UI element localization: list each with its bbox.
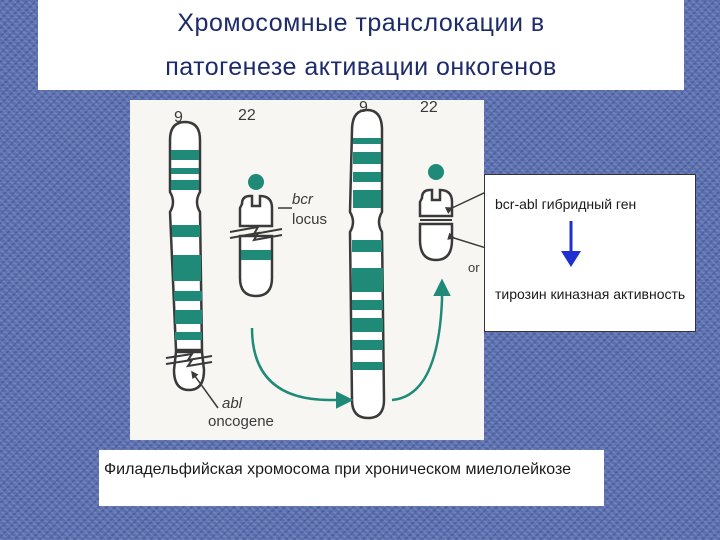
translocation-arrow-1: [250, 327, 354, 409]
down-arrow-icon: [561, 221, 581, 267]
title-box: Хромосомные транслокации в патогенезе ак…: [38, 0, 684, 90]
translocation-arrow-2: [391, 278, 451, 402]
abl-oncogene-label: oncogene: [208, 413, 274, 430]
chr22-label-left: 22: [238, 107, 256, 124]
chromosome-diagram: 9 22 9 22 bcr locus abl oncogene or: [130, 100, 484, 440]
abl-pointer-line: [191, 370, 219, 409]
slide-title-line-1: Хромосомные транслокации в: [177, 9, 545, 37]
bcr-label: bcr: [292, 191, 314, 208]
chr9-label-left: 9: [174, 109, 183, 126]
philadelphia-chromosome: [418, 164, 484, 262]
chr22-label-right: 22: [420, 100, 438, 116]
chr9-label-right: 9: [359, 100, 368, 116]
tyrosine-kinase-text: тирозин киназная активность: [495, 286, 686, 302]
chromosome-9-normal: [165, 120, 213, 392]
chromosome-diagram-svg: 9 22 9 22 bcr locus abl oncogene or: [165, 100, 484, 430]
info-box: bcr-abl гибридный ген тирозин киназная а…: [484, 174, 696, 332]
abl-label: abl: [222, 395, 243, 412]
hybrid-gene-text: bcr-abl гибридный ген: [495, 196, 637, 212]
chromosome-22-normal: [229, 174, 292, 298]
caption-text: Филадельфийская хромосома при хроническо…: [104, 461, 571, 478]
slide-title-line-2: патогенезе активации онкогенов: [165, 53, 557, 81]
caption-box: Филадельфийская хромосома при хроническо…: [99, 450, 604, 506]
cut-off-label: or: [468, 260, 480, 275]
chromosome-9-derivative: [348, 108, 386, 420]
bcr-locus-label: locus: [292, 211, 327, 228]
